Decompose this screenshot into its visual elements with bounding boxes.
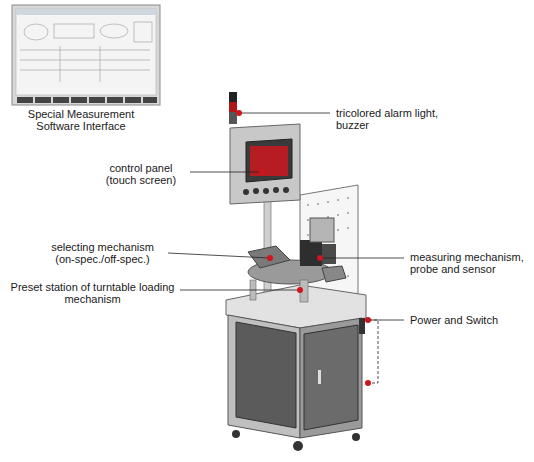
callout-label: tricolored alarm light, buzzer: [336, 107, 461, 131]
callout-label: Special Measurement Software Interface: [25, 108, 137, 132]
callout-label: measuring mechanism, probe and sensor: [410, 251, 528, 275]
callout-label: control panel (touch screen): [96, 162, 186, 186]
callout-label: Power and Switch: [410, 314, 520, 326]
callout-label: Preset station of turntable loading mech…: [10, 281, 175, 305]
callout-label: selecting mechanism (on-spec./off-spec.): [40, 241, 165, 265]
